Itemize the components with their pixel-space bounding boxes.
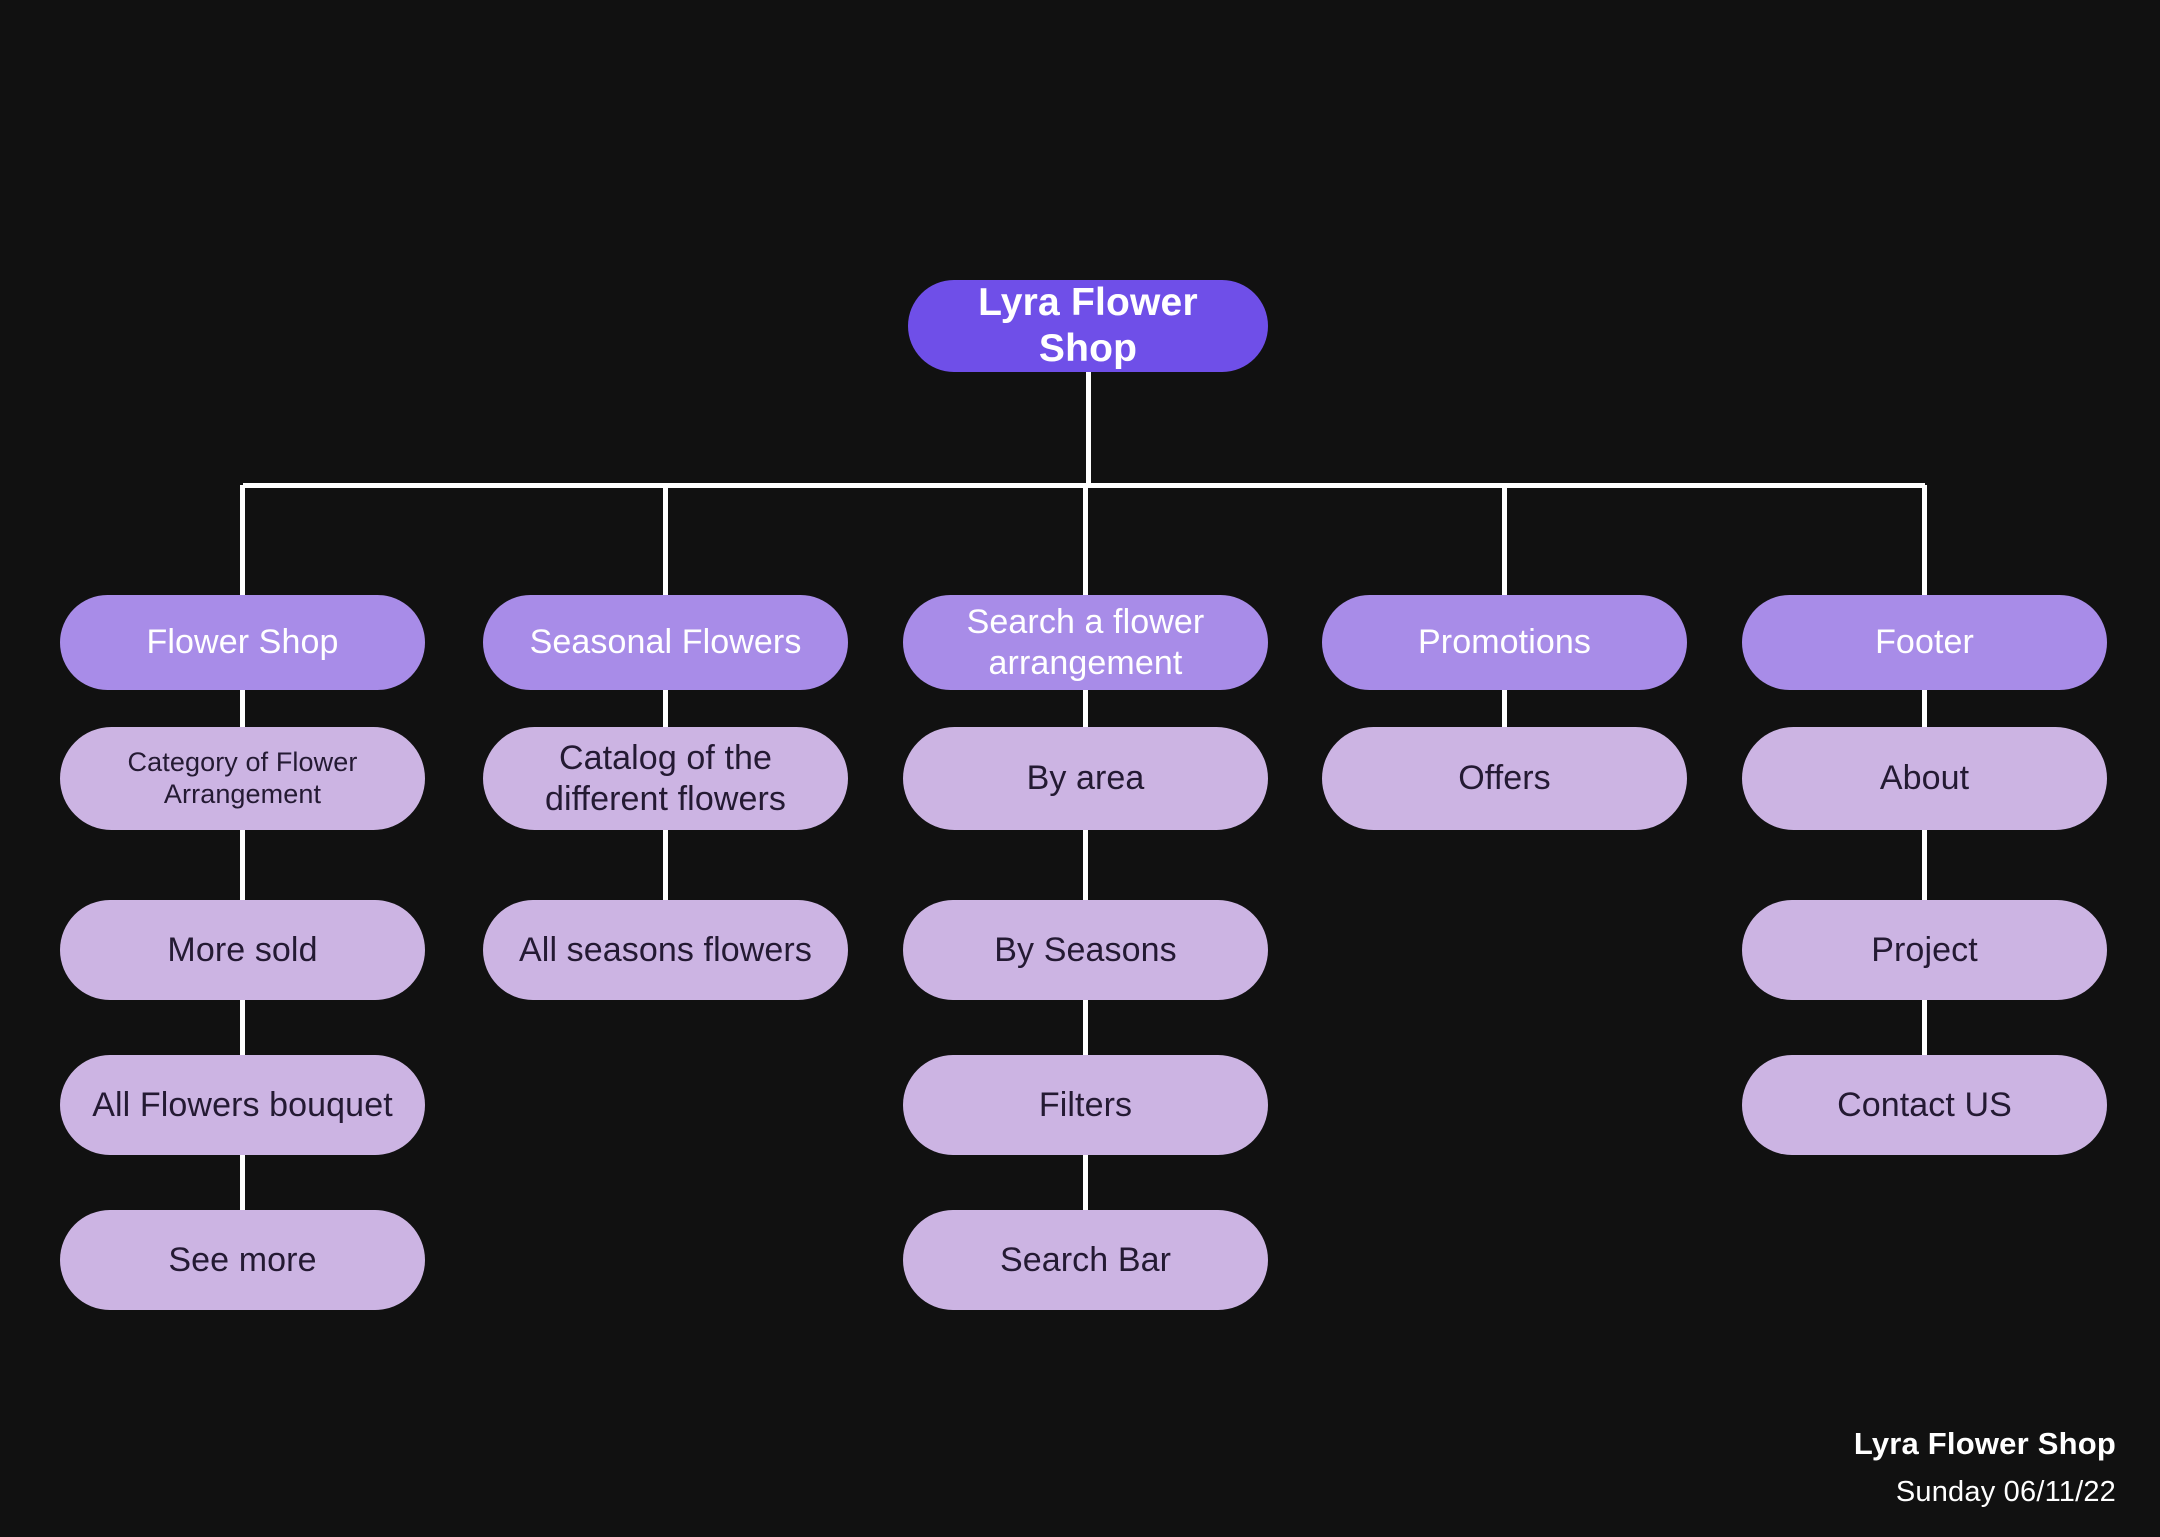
item-node-contact-us[interactable]: Contact US <box>1742 1055 2107 1155</box>
node-label: About <box>1879 759 1970 798</box>
category-node-footer[interactable]: Footer <box>1742 595 2107 690</box>
node-label: Project <box>1871 930 1978 969</box>
item-node-search-bar[interactable]: Search Bar <box>903 1210 1268 1310</box>
node-label: Offers <box>1458 759 1551 798</box>
node-label: Catalog of the different flowers <box>544 739 787 818</box>
category-node-search-a-flower-arrangement[interactable]: Search a flower arrangement <box>903 595 1268 690</box>
item-node-more-sold[interactable]: More sold <box>60 900 425 1000</box>
node-label: All Flowers bouquet <box>92 1085 393 1124</box>
node-label: Search a flower arrangement <box>966 603 1205 682</box>
node-label: Seasonal Flowers <box>529 623 802 662</box>
item-node-catalog-of-the-different-flowers[interactable]: Catalog of the different flowers <box>483 727 848 830</box>
item-node-filters[interactable]: Filters <box>903 1055 1268 1155</box>
item-node-by-seasons[interactable]: By Seasons <box>903 900 1268 1000</box>
connector-line-vertical <box>1083 485 1088 1260</box>
item-node-category-of-flower-arrangement[interactable]: Category of Flower Arrangement <box>60 727 425 830</box>
node-label: Category of Flower Arrangement <box>127 746 358 809</box>
category-node-seasonal-flowers[interactable]: Seasonal Flowers <box>483 595 848 690</box>
node-label: By area <box>1026 759 1145 798</box>
caption-block: Lyra Flower Shop Sunday 06/11/22 <box>1854 1426 2116 1509</box>
connector-line-vertical <box>240 485 245 1260</box>
item-node-all-flowers-bouquet[interactable]: All Flowers bouquet <box>60 1055 425 1155</box>
root-node-lyra-flower-shop[interactable]: Lyra Flower Shop <box>908 280 1268 372</box>
node-label: Filters <box>1038 1085 1133 1124</box>
category-node-promotions[interactable]: Promotions <box>1322 595 1687 690</box>
item-node-project[interactable]: Project <box>1742 900 2107 1000</box>
caption-title: Lyra Flower Shop <box>1853 1426 2116 1461</box>
item-node-see-more[interactable]: See more <box>60 1210 425 1310</box>
node-label: Lyra Flower Shop <box>978 280 1198 370</box>
node-label: Promotions <box>1418 623 1591 662</box>
caption-date: Sunday 06/11/22 <box>1895 1476 2116 1508</box>
node-label: Contact US <box>1837 1085 2012 1124</box>
connector-line-vertical <box>663 485 668 950</box>
node-label: Footer <box>1875 623 1974 662</box>
node-label: By Seasons <box>994 930 1177 969</box>
node-label: All seasons flowers <box>519 930 812 969</box>
node-label: More sold <box>167 930 318 969</box>
node-label: Flower Shop <box>146 623 339 662</box>
item-node-by-area[interactable]: By area <box>903 727 1268 830</box>
item-node-all-seasons-flowers[interactable]: All seasons flowers <box>483 900 848 1000</box>
item-node-offers[interactable]: Offers <box>1322 727 1687 830</box>
connector-line-vertical <box>1085 366 1091 485</box>
category-node-flower-shop[interactable]: Flower Shop <box>60 595 425 690</box>
node-label: Search Bar <box>999 1240 1172 1279</box>
item-node-about[interactable]: About <box>1742 727 2107 830</box>
node-label: See more <box>168 1240 317 1279</box>
